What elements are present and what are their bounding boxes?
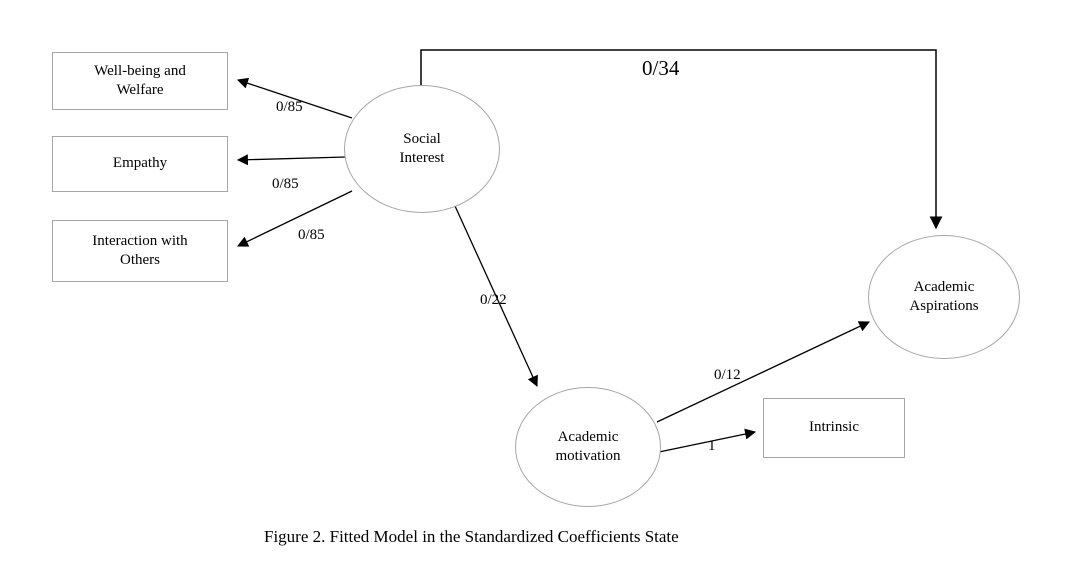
node-academic-aspirations-label: Academic Aspirations [909, 278, 979, 315]
node-well-being-label: Well-being and Welfare [94, 62, 186, 99]
coefficient-social-to-wellbeing: 0/85 [276, 99, 303, 115]
arrow-motivation-to-aspirations [656, 321, 870, 423]
node-interaction-with-others: Interaction with Others [52, 220, 228, 282]
node-empathy: Empathy [52, 136, 228, 192]
node-intrinsic: Intrinsic [763, 398, 905, 458]
arrow-social-to-motivation [454, 205, 538, 388]
arrow-social-to-interaction [237, 190, 353, 247]
node-academic-motivation: Academic motivation [515, 387, 661, 507]
coefficient-social-to-interaction: 0/85 [298, 227, 325, 243]
arrow-social-to-aspirations [420, 49, 943, 230]
coefficient-social-to-aspirations: 0/34 [642, 56, 680, 80]
node-well-being-and-welfare: Well-being and Welfare [52, 52, 228, 110]
coefficient-social-to-motivation: 0/22 [480, 292, 507, 308]
node-interaction-label: Interaction with Others [92, 232, 188, 269]
arrow-social-to-empathy [236, 154, 347, 166]
node-intrinsic-label: Intrinsic [809, 419, 859, 436]
arrow-motivation-to-intrinsic [658, 428, 757, 453]
node-social-interest: Social Interest [344, 85, 500, 213]
node-academic-aspirations: Academic Aspirations [868, 235, 1020, 359]
coefficient-motivation-to-aspirations: 0/12 [714, 367, 741, 383]
arrow-social-to-wellbeing [236, 77, 353, 119]
node-social-interest-label: Social Interest [399, 130, 445, 167]
node-academic-motivation-label: Academic motivation [555, 428, 621, 465]
coefficient-motivation-to-intrinsic: 1 [708, 438, 716, 454]
node-empathy-label: Empathy [112, 155, 168, 172]
figure-caption: Figure 2. Fitted Model in the Standardiz… [264, 527, 679, 546]
coefficient-social-to-empathy: 0/85 [272, 176, 299, 192]
